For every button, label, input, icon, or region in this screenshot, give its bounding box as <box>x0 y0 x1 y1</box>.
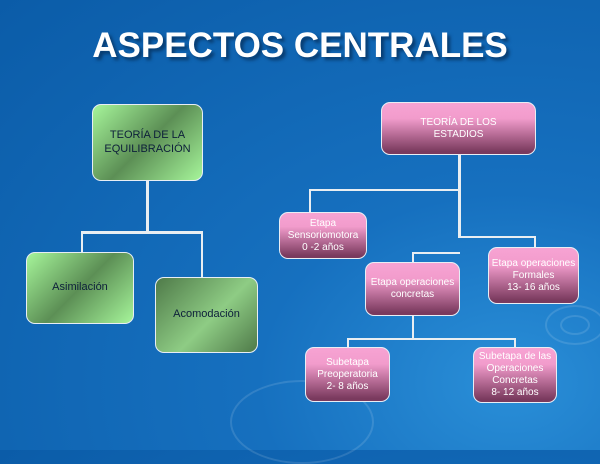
node-subetapa-operaciones-concretas: Subetapa de las Operaciones Concretas 8-… <box>473 347 557 403</box>
connector <box>146 181 149 233</box>
node-sensoriomotora: Etapa Sensoriomotora 0 -2 años <box>279 212 367 259</box>
slide-title: ASPECTOS CENTRALES <box>92 26 508 65</box>
connector <box>458 155 461 238</box>
connector <box>201 231 203 277</box>
node-acomodacion: Acomodación <box>155 277 258 353</box>
connector <box>81 231 203 234</box>
connector <box>412 316 414 340</box>
node-label: concretas <box>390 289 435 300</box>
node-label: Subetapa <box>326 356 369 368</box>
ripple-decoration <box>545 305 600 345</box>
node-teoria-estadios: TEORÍA DE LOS ESTADIOS <box>381 102 536 155</box>
connector <box>514 338 516 347</box>
node-label: Acomodación <box>173 308 240 321</box>
node-asimilacion: Asimilación <box>26 252 134 324</box>
node-operaciones-formales: Etapa operaciones Formales 13- 16 años <box>488 247 579 304</box>
node-label: 8- 12 años <box>491 387 539 398</box>
node-preoperatoria: Subetapa Preoperatoria 2- 8 años <box>305 347 390 402</box>
node-label: 0 -2 años <box>302 241 344 253</box>
node-label: Etapa <box>309 217 337 229</box>
node-label: Etapa operaciones <box>370 277 455 288</box>
connector <box>412 252 414 262</box>
node-label: 2- 8 años <box>326 380 369 392</box>
node-label: Subetapa de las <box>478 351 552 362</box>
connector <box>81 231 83 252</box>
connector <box>347 338 349 347</box>
node-teoria-equilibracion: TEORÍA DE LA EQUILIBRACIÓN <box>92 104 203 181</box>
node-label: Concretas <box>492 375 538 386</box>
node-label: Asimilación <box>52 281 108 294</box>
node-label: Etapa operaciones <box>491 257 576 269</box>
connector <box>412 252 460 254</box>
node-label: Preoperatoria <box>317 368 378 380</box>
node-label: TEORÍA DE LOS ESTADIOS <box>420 116 497 140</box>
connector <box>309 189 460 191</box>
node-label: 13- 16 años <box>507 281 560 293</box>
connector <box>309 189 311 212</box>
node-label: Sensoriomotora <box>287 229 359 241</box>
node-label: Operaciones <box>486 363 544 374</box>
node-operaciones-concretas: Etapa operaciones concretas <box>365 262 460 316</box>
node-label: Formales <box>512 269 555 281</box>
node-label: TEORÍA DE LA EQUILIBRACIÓN <box>104 129 191 155</box>
connector <box>534 236 536 247</box>
connector <box>459 236 536 238</box>
connector <box>347 338 516 340</box>
